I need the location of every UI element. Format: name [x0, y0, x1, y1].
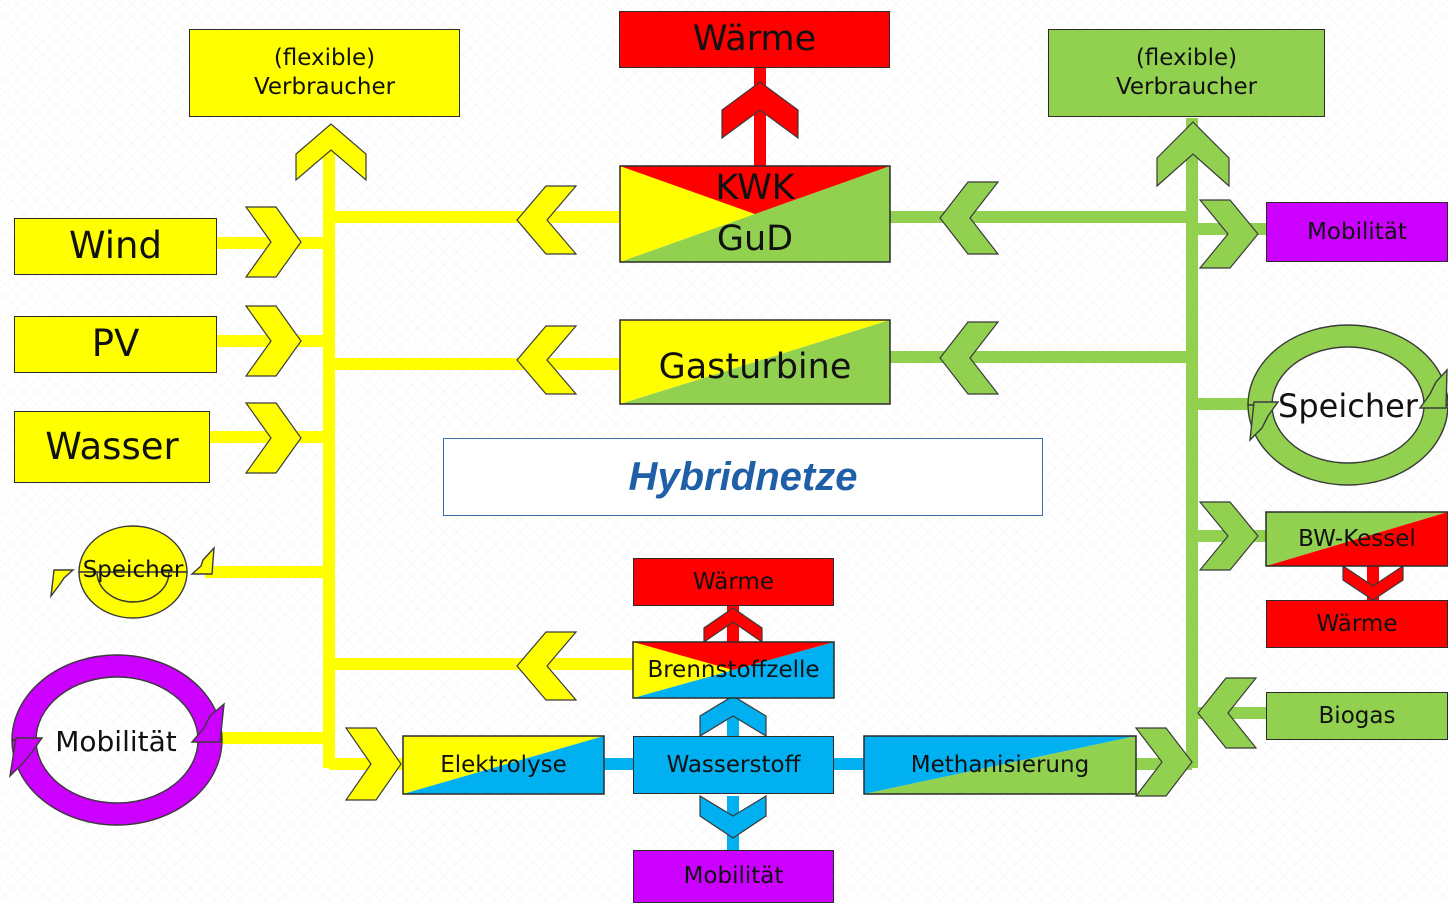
mobilitaet-strom-label: Mobilität	[55, 724, 177, 758]
wasserstoff-box: Wasserstoff	[633, 736, 834, 794]
chevron-up-icon	[721, 81, 799, 140]
kwk-gud-border	[619, 165, 891, 263]
chevron-right-icon	[1198, 199, 1259, 269]
bw-kessel-border	[1265, 511, 1448, 567]
methanisierung-border	[863, 735, 1137, 795]
chevron-right-icon	[244, 206, 302, 278]
elektrolyse-border	[402, 735, 605, 795]
speicher-gas-label: Speicher	[1278, 387, 1418, 425]
title-box: Hybridnetze	[443, 438, 1043, 516]
verbraucher-gas-box: (flexible) Verbraucher	[1048, 29, 1325, 117]
page-title: Hybridnetze	[628, 454, 858, 499]
chevron-left-icon	[516, 185, 578, 255]
mobilitaet-gas-box: Mobilität	[1266, 202, 1448, 262]
brennstoffzelle-label: Brennstoffzelle	[647, 657, 820, 683]
chevron-left-icon	[516, 325, 578, 395]
chevron-down-icon	[1342, 564, 1404, 601]
speicher-strom-label: Speicher	[82, 557, 184, 583]
chevron-right-icon	[244, 305, 302, 377]
chevron-left-icon	[939, 181, 1000, 255]
gud-label: GuD	[716, 219, 794, 259]
verbraucher-strom-box: (flexible) Verbraucher	[189, 29, 460, 117]
waerme-bottom-box: Wärme	[633, 558, 834, 606]
chevron-right-icon	[344, 727, 402, 801]
brennstoffzelle-border	[632, 641, 835, 699]
speicher-gas-symbol	[1247, 324, 1448, 486]
mobilitaet-strom-symbol	[8, 654, 225, 826]
kwk-label: KWK	[715, 168, 795, 208]
waerme-top-box: Wärme	[619, 11, 890, 68]
chevron-up-icon	[699, 695, 767, 738]
bw-kessel-label: BW-Kessel	[1298, 526, 1416, 552]
wind-box: Wind	[14, 218, 217, 275]
chevron-up-icon	[703, 607, 763, 644]
wasser-box: Wasser	[14, 411, 210, 483]
gasturbine-label: Gasturbine	[658, 347, 852, 387]
mobilitaet-h2-box: Mobilität	[633, 850, 834, 903]
gasturbine-border	[619, 319, 891, 405]
chevron-left-icon	[939, 321, 1000, 395]
chevron-up-icon	[295, 123, 367, 182]
chevron-down-icon	[699, 794, 767, 839]
elektrolyse-label: Elektrolyse	[440, 752, 567, 778]
chevron-left-icon	[1197, 677, 1258, 749]
methanisierung-label: Methanisierung	[910, 752, 1090, 778]
chevron-right-icon	[244, 402, 302, 474]
chevron-up-icon	[1156, 121, 1230, 188]
chevron-left-icon	[516, 631, 578, 701]
chevron-right-icon	[1134, 727, 1193, 797]
chevron-right-icon	[1198, 501, 1259, 571]
speicher-strom-symbol	[50, 525, 215, 619]
pv-box: PV	[14, 316, 217, 373]
biogas-box: Biogas	[1266, 692, 1448, 740]
waerme-right-box: Wärme	[1266, 600, 1448, 648]
